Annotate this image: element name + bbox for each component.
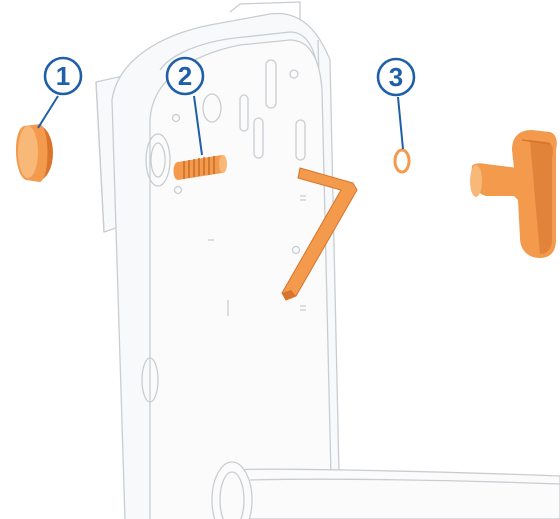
callout-3: 3 [378,59,414,149]
base-tube [212,462,560,519]
rubber-cap-icon [16,124,53,182]
tube-body [220,469,560,519]
tube-end-ring-inner [220,472,244,519]
stud-end [219,155,227,173]
callout-3-leader [398,97,403,149]
callout-1-number: 1 [56,61,70,91]
callout-1: 1 [38,58,81,128]
lock-washer-icon [395,150,409,172]
callout-3-number: 3 [389,62,403,92]
knob-shaft-end [470,165,482,197]
rubber-cap-face [18,126,38,178]
callout-1-leader [38,96,58,128]
lock-washer-ring [395,150,409,172]
wing-knob-icon [470,130,557,258]
callout-2-number: 2 [178,61,192,91]
